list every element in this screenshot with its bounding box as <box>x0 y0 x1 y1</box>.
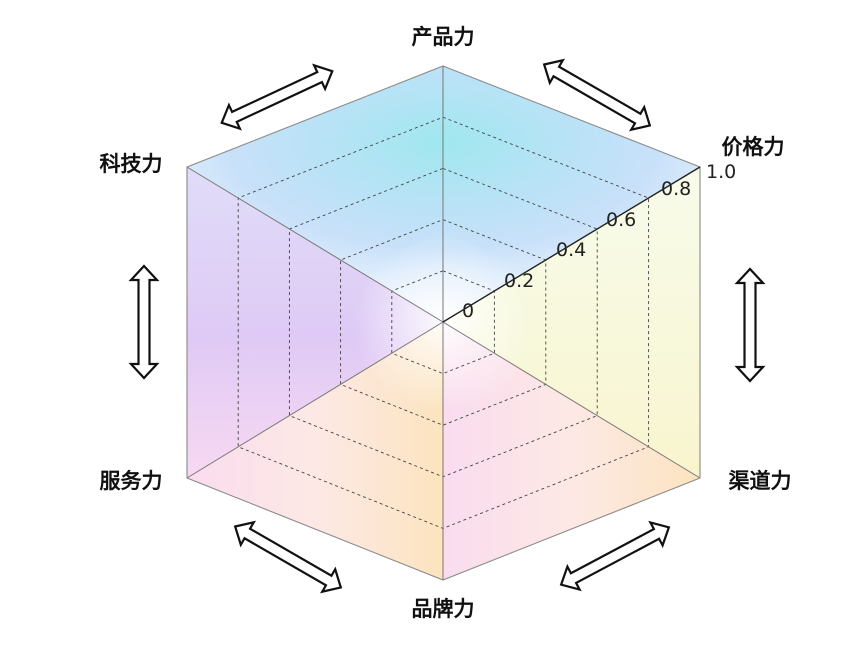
scale-tick-0.4: 0.4 <box>556 239 586 261</box>
axis-label-channel: 渠道力 <box>729 469 792 493</box>
axis-label-service: 服务力 <box>100 469 163 493</box>
scale-axis-group <box>442 166 701 323</box>
spoke-4 <box>186 321 444 479</box>
scale-tick-0.8: 0.8 <box>661 178 691 200</box>
scale-tick-0: 0 <box>462 300 474 322</box>
double-headed-arrow-icon-5 <box>233 520 343 594</box>
scale-tick-0.6: 0.6 <box>606 209 636 231</box>
double-headed-arrow-icon-1 <box>220 63 334 131</box>
double-headed-arrow-icon-6 <box>559 520 671 592</box>
axis-label-price: 价格力 <box>722 135 785 159</box>
double-headed-arrow-icon-2 <box>542 58 652 132</box>
axis-label-brand: 品牌力 <box>412 597 475 621</box>
spoke-5 <box>186 166 444 323</box>
spoke-2 <box>442 321 701 479</box>
axis-label-tech: 科技力 <box>100 152 163 176</box>
arrow-group <box>128 58 766 594</box>
axis-label-product: 产品力 <box>412 25 475 49</box>
scale-axis-line <box>442 166 701 323</box>
scale-tick-1.0: 1.0 <box>706 161 736 183</box>
face-right <box>443 167 700 478</box>
face-left <box>187 167 443 478</box>
axis-spokes <box>186 66 701 580</box>
double-headed-arrow-icon-4 <box>734 267 766 383</box>
double-headed-arrow-icon-3 <box>128 264 160 380</box>
scale-tick-0.2: 0.2 <box>504 270 534 292</box>
